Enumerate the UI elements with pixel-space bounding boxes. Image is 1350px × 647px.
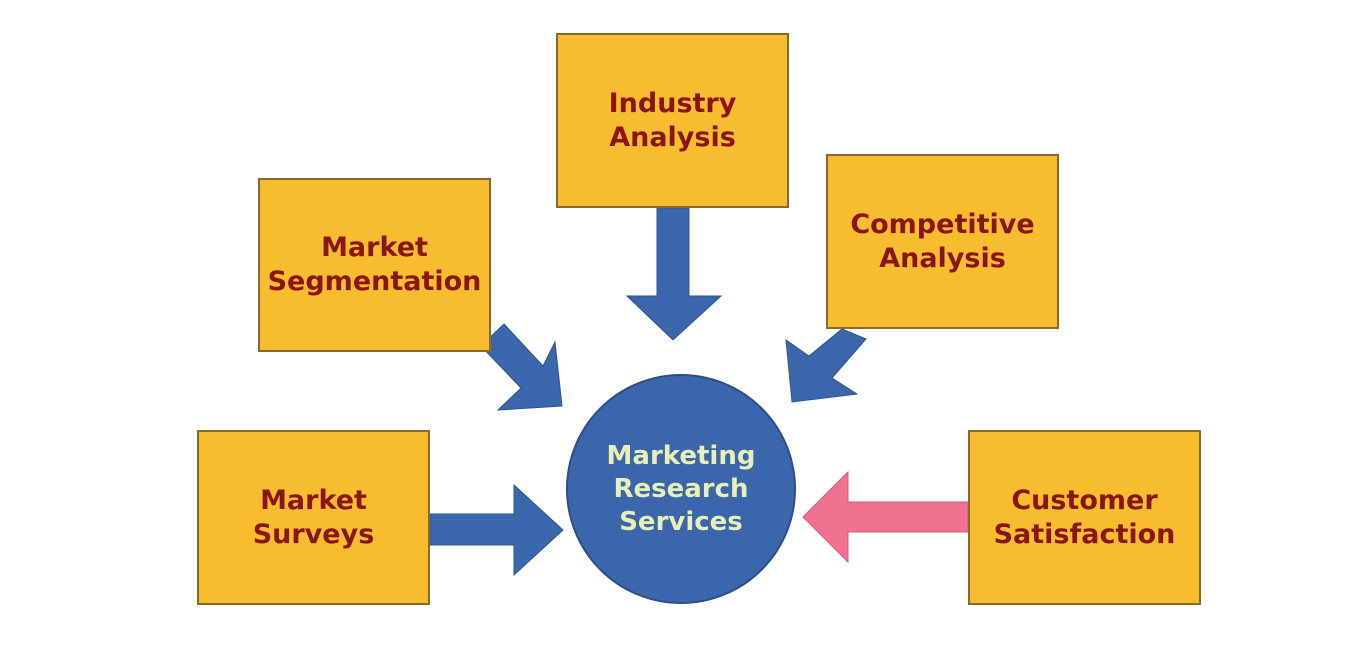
arrow-satisfaction-to-hub (802, 470, 969, 564)
node-market-surveys: Market Surveys (197, 430, 430, 605)
node-market-segmentation: Market Segmentation (258, 178, 491, 352)
arrow-surveys-to-hub (429, 483, 564, 577)
node-label: Market Surveys (252, 484, 375, 550)
arrow-segmentation-to-hub (480, 323, 563, 411)
arrow-competitive-to-hub (785, 328, 867, 403)
hub-label: Marketing Research Services (606, 440, 756, 537)
node-label: Competitive Analysis (850, 208, 1035, 274)
node-label: Customer Satisfaction (993, 484, 1176, 550)
node-industry-analysis: Industry Analysis (556, 33, 789, 208)
node-label: Industry Analysis (608, 87, 737, 153)
arrow-industry-to-hub (625, 207, 723, 341)
node-label: Market Segmentation (267, 232, 482, 297)
hub-marketing-research-services: Marketing Research Services (566, 374, 796, 604)
node-competitive-analysis: Competitive Analysis (826, 154, 1059, 329)
node-customer-satisfaction: Customer Satisfaction (968, 430, 1201, 605)
